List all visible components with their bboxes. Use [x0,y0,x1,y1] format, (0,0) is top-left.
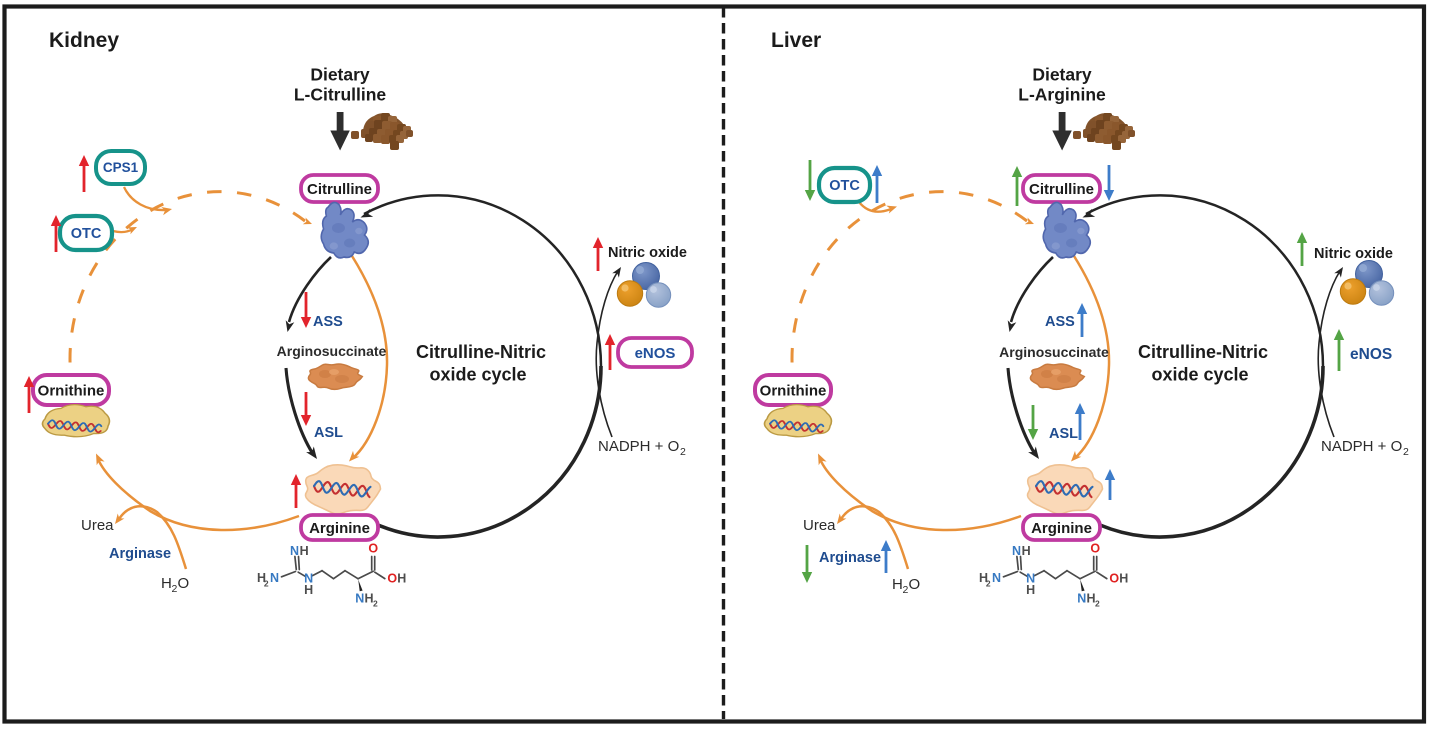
svg-text:O: O [1109,572,1119,586]
svg-text:eNOS: eNOS [1350,346,1392,363]
svg-text:Arginase: Arginase [109,546,171,562]
svg-text:ASL: ASL [1049,426,1078,442]
svg-text:N: N [290,544,299,558]
svg-text:H: H [1119,572,1128,586]
svg-text:Ornithine: Ornithine [760,382,827,399]
svg-text:Citrulline-Nitric: Citrulline-Nitric [1138,342,1268,362]
svg-text:CPS1: CPS1 [103,160,139,175]
svg-text:ASL: ASL [314,425,343,441]
svg-text:Liver: Liver [771,29,821,52]
svg-text:O: O [909,576,921,593]
svg-text:H: H [979,571,988,585]
svg-text:Ornithine: Ornithine [38,382,105,399]
svg-text:N: N [992,571,1001,585]
svg-text:N: N [1026,572,1035,586]
svg-text:2: 2 [986,578,991,588]
svg-text:H: H [1026,583,1035,597]
svg-text:2: 2 [373,598,378,608]
svg-text:NADPH + O: NADPH + O [598,438,679,455]
svg-text:eNOS: eNOS [635,345,676,362]
svg-text:H: H [364,592,373,606]
svg-text:Arginosuccinate: Arginosuccinate [277,343,387,359]
svg-text:oxide cycle: oxide cycle [429,365,526,385]
svg-text:L-Citrulline: L-Citrulline [294,85,387,105]
svg-text:Arginase: Arginase [819,550,881,566]
svg-text:Urea: Urea [803,517,836,534]
svg-text:ASS: ASS [1045,314,1075,330]
svg-text:H: H [257,571,266,585]
svg-text:Citrulline-Nitric: Citrulline-Nitric [416,342,546,362]
svg-text:2: 2 [1095,598,1100,608]
svg-text:2: 2 [172,583,178,595]
svg-text:Dietary: Dietary [1032,65,1092,85]
svg-text:N: N [1012,544,1021,558]
svg-text:N: N [1077,592,1086,606]
svg-text:O: O [387,572,397,586]
svg-text:N: N [270,571,279,585]
svg-text:Kidney: Kidney [49,29,119,52]
svg-text:H: H [161,575,172,592]
svg-text:L-Arginine: L-Arginine [1018,85,1106,105]
svg-text:2: 2 [1403,446,1409,458]
svg-text:H: H [300,544,309,558]
svg-text:O: O [178,575,190,592]
svg-text:N: N [355,592,364,606]
svg-text:Urea: Urea [81,517,114,534]
svg-text:Arginine: Arginine [1031,520,1092,537]
svg-text:O: O [368,542,378,556]
svg-text:2: 2 [903,584,909,596]
svg-text:Arginine: Arginine [309,520,370,537]
svg-text:NADPH + O: NADPH + O [1321,438,1402,455]
svg-text:O: O [1090,542,1100,556]
svg-text:Dietary: Dietary [310,65,370,85]
svg-text:ASS: ASS [313,314,343,330]
svg-text:H: H [1086,592,1095,606]
svg-text:2: 2 [680,446,686,458]
svg-text:Citrulline: Citrulline [1029,181,1094,198]
svg-text:Nitric oxide: Nitric oxide [1314,246,1393,262]
svg-text:oxide cycle: oxide cycle [1151,365,1248,385]
svg-text:H: H [304,583,313,597]
svg-text:H: H [1022,544,1031,558]
svg-text:2: 2 [264,578,269,588]
svg-text:N: N [304,572,313,586]
svg-text:Citrulline: Citrulline [307,181,372,198]
svg-text:H: H [892,576,903,593]
svg-text:OTC: OTC [829,178,860,194]
svg-text:Arginosuccinate: Arginosuccinate [999,344,1109,360]
svg-text:H: H [397,572,406,586]
svg-text:Nitric oxide: Nitric oxide [608,245,687,261]
svg-text:OTC: OTC [71,226,102,242]
